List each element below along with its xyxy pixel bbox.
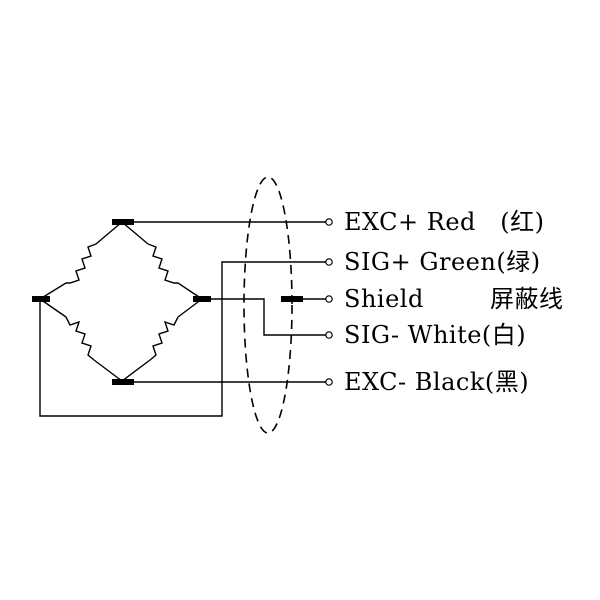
shield-ellipse bbox=[243, 176, 293, 434]
edge-top-right bbox=[121, 221, 149, 245]
wire-sig-minus bbox=[202, 298, 326, 336]
label-sig-plus: SIG+ Green(绿) bbox=[344, 248, 541, 276]
terminal-shield bbox=[325, 295, 333, 303]
label-sig-minus: SIG- White(白) bbox=[344, 321, 526, 349]
edge-bottom-right-lower bbox=[121, 359, 151, 382]
terminal-exc-plus bbox=[325, 218, 333, 226]
terminal-sig-minus bbox=[325, 331, 333, 339]
edge-top-left bbox=[95, 221, 123, 245]
bridge-rhombus bbox=[39, 221, 203, 382]
resistor-top-right bbox=[147, 243, 178, 284]
label-shield: Shield bbox=[344, 285, 424, 313]
label-shield-cn: 屏蔽线 bbox=[490, 285, 564, 313]
wire-sig-plus bbox=[39, 261, 326, 417]
node-left bbox=[32, 296, 50, 302]
terminal-sig-plus bbox=[325, 258, 333, 266]
edge-bottom-left-lower bbox=[93, 359, 123, 382]
label-exc-minus: EXC- Black(黑) bbox=[344, 368, 529, 396]
label-exc-plus: EXC+ Red (红) bbox=[344, 208, 545, 236]
resistor-bottom-left bbox=[65, 316, 95, 361]
terminal-exc-minus bbox=[325, 378, 333, 386]
resistor-bottom-right bbox=[149, 316, 179, 361]
resistor-top-left bbox=[66, 243, 97, 284]
